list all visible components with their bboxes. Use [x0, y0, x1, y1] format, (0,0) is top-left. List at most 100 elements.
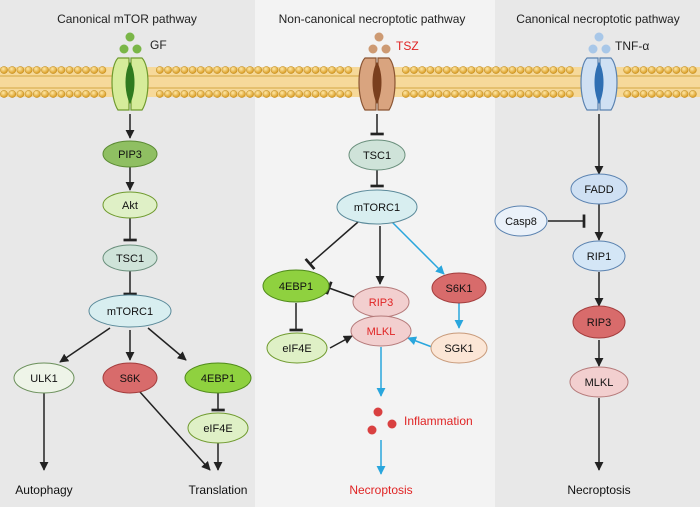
lipid-bead	[639, 66, 648, 74]
lipid-bead	[623, 66, 632, 74]
lipid-bead	[418, 66, 427, 74]
lipid-bead	[656, 66, 664, 74]
svg-text:MLKL: MLKL	[367, 326, 396, 338]
lipid-bead	[188, 90, 197, 98]
lipid-bead	[205, 90, 213, 98]
node-m-tsc1: TSC1	[348, 139, 406, 171]
svg-text:4EBP1: 4EBP1	[279, 281, 313, 293]
lipid-bead	[344, 66, 353, 74]
lipid-bead	[8, 66, 17, 74]
node-m-mtorc1: mTORC1	[336, 189, 418, 225]
outcome-inflammation: Inflammation	[404, 414, 473, 428]
lipid-bead	[311, 90, 320, 98]
lipid-bead	[229, 90, 238, 98]
node-r-rip3: RIP3	[572, 305, 626, 339]
node-m-sgk1: SGK1	[430, 332, 488, 364]
lipid-bead	[41, 90, 49, 98]
lipid-bead	[672, 66, 681, 74]
lipid-bead	[229, 66, 238, 74]
lipid-bead	[24, 90, 33, 98]
lipid-bead	[467, 66, 476, 74]
svg-text:ULK1: ULK1	[30, 373, 58, 385]
lipid-bead	[623, 90, 632, 98]
lipid-bead	[689, 90, 697, 98]
lipid-bead	[262, 90, 271, 98]
lipid-bead	[74, 90, 82, 98]
svg-text:RIP3: RIP3	[587, 317, 611, 329]
lipid-bead	[557, 66, 566, 74]
lipid-bead	[254, 90, 263, 98]
left-edges	[39, 114, 225, 471]
lipid-bead	[549, 90, 558, 98]
lipid-bead	[221, 66, 230, 74]
lipid-bead	[180, 90, 189, 98]
node-l-akt: Akt	[102, 191, 158, 219]
lipid-bead	[237, 66, 246, 74]
lipid-bead	[180, 66, 189, 74]
lipid-bead	[262, 66, 271, 74]
lipid-bead	[442, 66, 451, 74]
lipid-bead	[65, 90, 74, 98]
svg-text:eIF4E: eIF4E	[203, 423, 232, 435]
lipid-bead	[492, 90, 500, 98]
lipid-bead	[689, 66, 697, 74]
lipid-bead	[418, 90, 427, 98]
lipid-bead	[205, 66, 213, 74]
svg-text:RIP1: RIP1	[587, 251, 611, 263]
svg-text:mTORC1: mTORC1	[354, 202, 400, 214]
svg-text:SGK1: SGK1	[444, 343, 473, 355]
lipid-bead	[82, 90, 90, 98]
outcome-necroptosis-middle: Necroptosis	[349, 483, 412, 497]
inflammation-dots	[367, 407, 397, 435]
lipid-bead	[426, 66, 435, 74]
svg-text:S6K1: S6K1	[446, 283, 473, 295]
node-l-4ebp1: 4EBP1	[184, 362, 252, 394]
tsz-ligand-dots	[368, 32, 391, 54]
lipid-bead	[172, 90, 180, 98]
lipid-bead	[566, 90, 574, 98]
lipid-bead	[90, 90, 98, 98]
lipid-bead	[164, 66, 172, 74]
lipid-bead	[639, 90, 648, 98]
lipid-bead	[344, 90, 353, 98]
lipid-bead	[410, 90, 418, 98]
lipid-bead	[401, 66, 410, 74]
lipid-bead	[49, 90, 58, 98]
lipid-bead	[426, 90, 435, 98]
lipid-bead	[475, 66, 484, 74]
tnf-ligand-dots	[588, 32, 611, 54]
lipid-bead	[278, 66, 287, 74]
gf-receptor	[111, 57, 149, 111]
lipid-bead	[65, 66, 74, 74]
lipid-bead	[303, 66, 312, 74]
lipid-bead	[648, 66, 656, 74]
lipid-bead	[41, 66, 49, 74]
gf-ligand-dots	[119, 32, 142, 54]
lipid-bead	[467, 90, 476, 98]
middle-title: Non-canonical necroptotic pathway	[279, 12, 466, 26]
lipid-bead	[664, 66, 673, 74]
middle-blue-edges	[376, 221, 464, 475]
lipid-bead	[213, 66, 221, 74]
lipid-bead	[98, 66, 107, 74]
tsz-label: TSZ	[396, 39, 419, 53]
outcome-translation: Translation	[189, 483, 248, 497]
lipid-bead	[8, 90, 17, 98]
lipid-bead	[451, 66, 459, 74]
svg-text:RIP3: RIP3	[369, 297, 393, 309]
tsz-receptor	[358, 57, 396, 111]
lipid-bead	[270, 90, 279, 98]
lipid-bead	[631, 90, 640, 98]
lipid-bead	[221, 90, 230, 98]
gf-label: GF	[150, 38, 167, 52]
tnf-label: TNF-α	[615, 39, 649, 53]
left-title: Canonical mTOR pathway	[57, 12, 197, 26]
lipid-bead	[442, 90, 451, 98]
outcome-autophagy: Autophagy	[15, 483, 72, 497]
lipid-bead	[483, 66, 492, 74]
node-r-rip1: RIP1	[572, 240, 626, 272]
lipid-bead	[196, 90, 205, 98]
node-l-pip3: PIP3	[102, 140, 158, 168]
lipid-bead	[475, 90, 484, 98]
svg-text:mTORC1: mTORC1	[107, 306, 153, 318]
